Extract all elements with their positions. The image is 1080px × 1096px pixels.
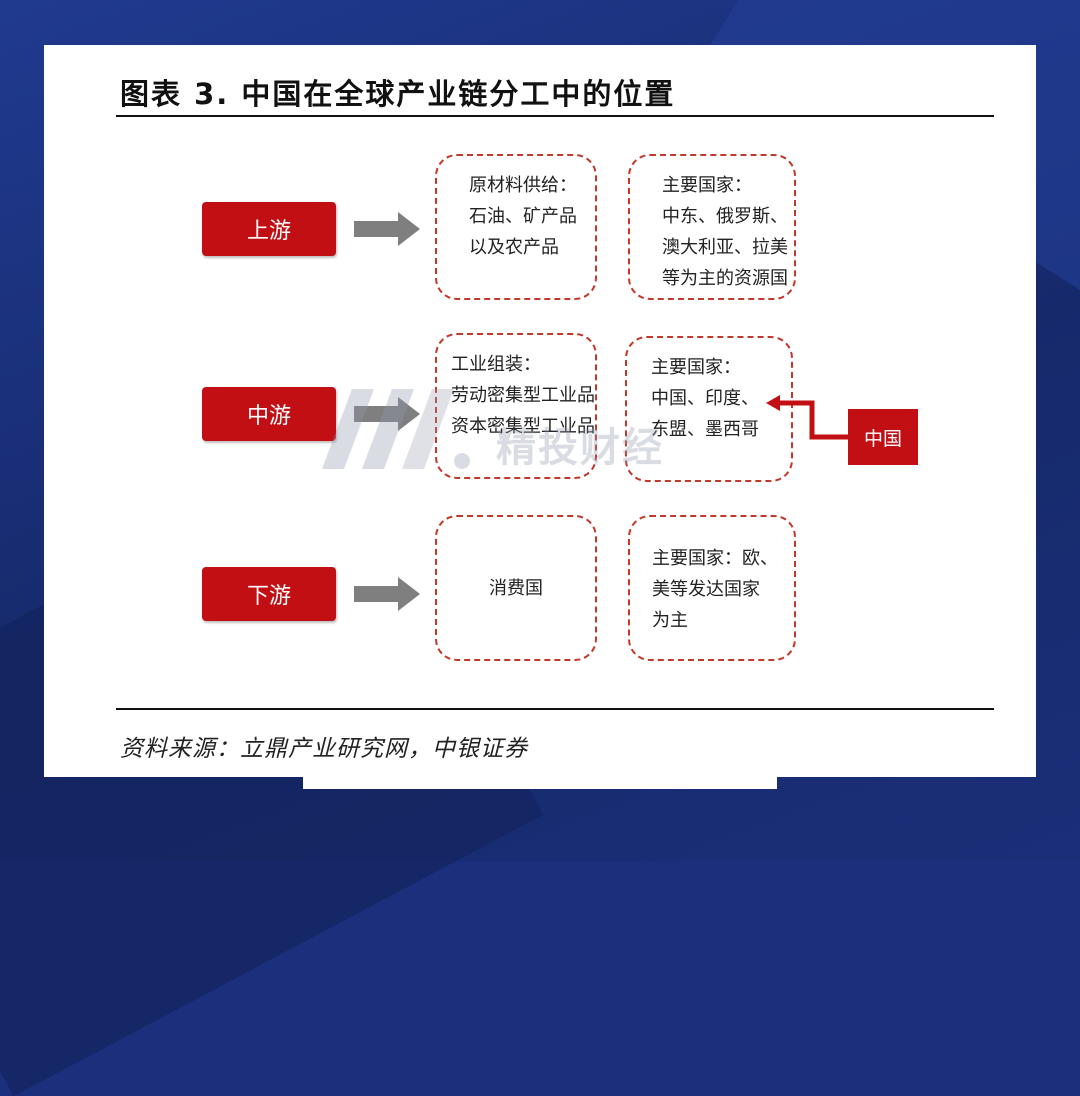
source-note: 资料来源：立鼎产业研究网，中银证券 [120,736,528,762]
box-line: 等为主的资源国 [662,268,788,289]
right-arrow-icon [354,212,420,246]
box-line: 主要国家：欧、 [652,548,778,569]
box-line: 为主 [652,610,688,631]
box-line: 中国、印度、 [651,388,759,409]
paper-shadow-strip [303,777,777,789]
china-pointer-arrow-icon [766,395,850,440]
box-line: 原材料供给： [469,175,577,196]
box-line: 美等发达国家 [652,579,760,600]
watermark-text: 精投财经 [496,425,664,471]
right-arrow-icon [354,397,420,431]
title-rule [116,115,994,117]
figure-panel: 图表 3. 中国在全球产业链分工中的位置 上游 原材料供给： 石油、矿产品 以及… [44,45,1036,777]
upstream-countries-box: 主要国家： 中东、俄罗斯、 澳大利亚、拉美 等为主的资源国 [628,154,796,300]
box-line: 工业组装： [451,354,541,375]
downstream-countries-box: 主要国家：欧、 美等发达国家 为主 [628,515,796,661]
box-line: 主要国家： [662,175,752,196]
box-line: 劳动密集型工业品 [451,385,595,406]
right-arrow-icon [354,577,420,611]
box-line: 中东、俄罗斯、 [662,206,788,227]
source-rule [116,708,994,710]
midstream-supply-box: 工业组装： 劳动密集型工业品 资本密集型工业品 [435,333,597,479]
box-line: 消费国 [489,577,543,599]
stage-midstream: 中游 [202,387,336,441]
box-line: 以及农产品 [469,237,559,258]
china-tag: 中国 [848,409,918,465]
box-line: 主要国家： [651,357,741,378]
stage-upstream: 上游 [202,202,336,256]
midstream-countries-box: 主要国家： 中国、印度、 东盟、墨西哥 [625,336,793,482]
box-line: 东盟、墨西哥 [651,419,759,440]
watermark-logo [322,389,470,469]
stage-downstream: 下游 [202,567,336,621]
figure-title: 图表 3. 中国在全球产业链分工中的位置 [120,77,676,111]
downstream-supply-box: 消费国 [435,515,597,661]
box-line: 澳大利亚、拉美 [662,237,788,258]
upstream-supply-box: 原材料供给： 石油、矿产品 以及农产品 [435,154,597,300]
box-line: 石油、矿产品 [469,206,577,227]
box-line: 资本密集型工业品 [451,416,595,437]
